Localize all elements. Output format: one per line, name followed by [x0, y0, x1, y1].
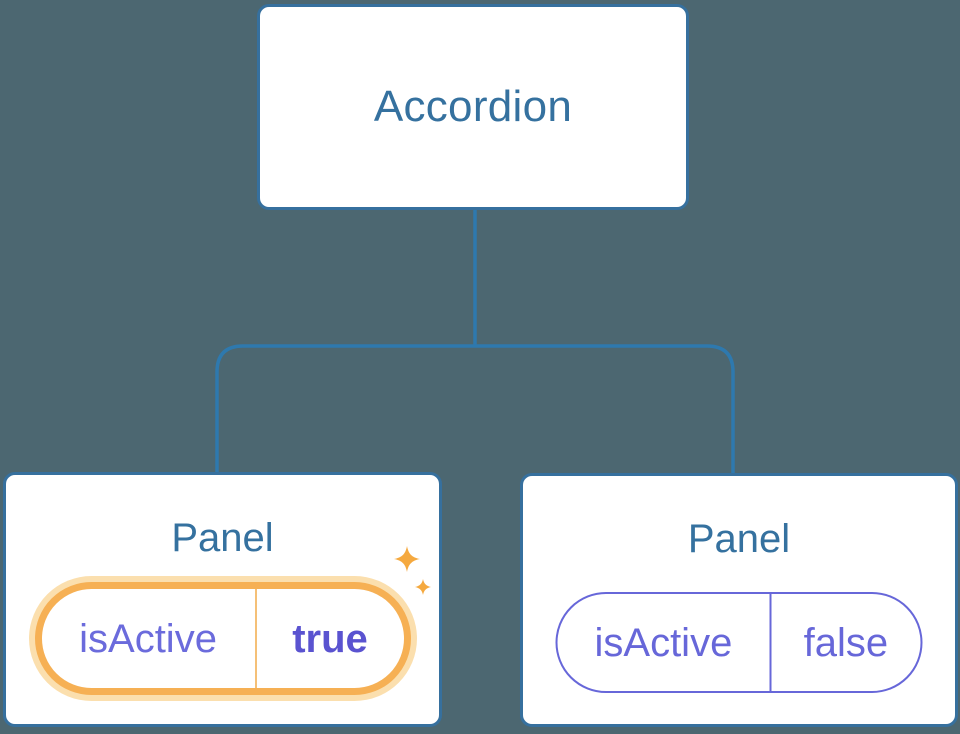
prop-name-label: isActive [42, 589, 257, 688]
accordion-node: Accordion [257, 4, 689, 210]
panel-node-title: Panel [687, 517, 791, 561]
prop-value-label: false [803, 620, 889, 665]
connector-branch-line [215, 344, 735, 473]
sparkle-icon-large [394, 546, 420, 572]
prop-value-label: true [292, 616, 368, 661]
prop-pill-inactive: isActive false [555, 592, 923, 693]
prop-name-label: isActive [558, 594, 772, 691]
accordion-node-label: Accordion [373, 82, 573, 131]
panel-node-inactive: Panel isActive false [520, 473, 958, 727]
sparkle-icon-small [415, 579, 431, 595]
panel-node-title: Panel [171, 516, 274, 560]
sparkle-icons [394, 546, 431, 595]
panel-node-active: Panel isActive true [3, 472, 442, 727]
prop-pill-active: isActive true [34, 582, 411, 695]
